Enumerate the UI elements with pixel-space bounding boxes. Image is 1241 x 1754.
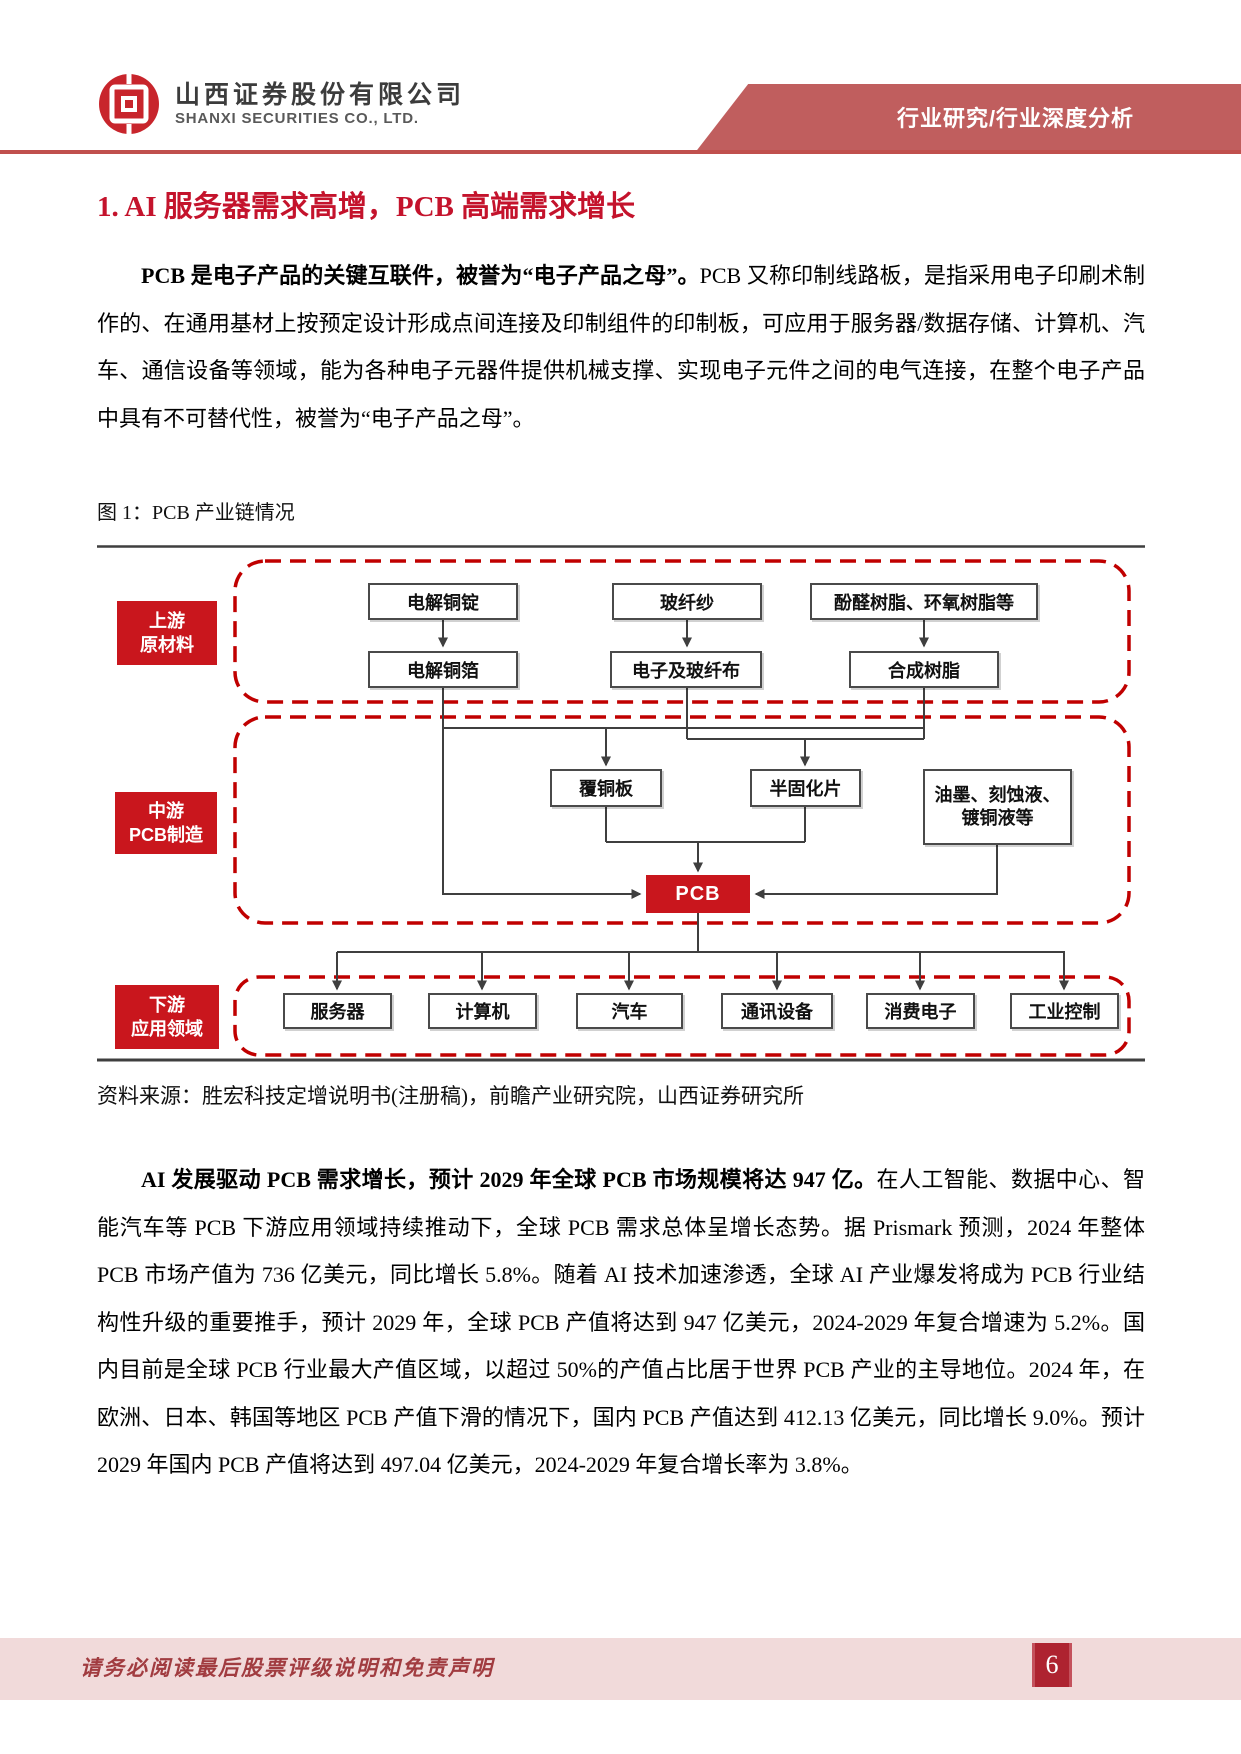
stage-downstream-line1: 下游 <box>149 994 185 1015</box>
node-ink-line2: 镀铜液等 <box>961 808 1034 828</box>
diagram-connectors <box>97 545 1145 1062</box>
paragraph-pcb-intro: PCB 是电子产品的关键互联件，被誉为“电子产品之母”。PCB 又称印制线路板，… <box>97 252 1145 442</box>
node-synthetic-resin: 合成树脂 <box>849 651 999 688</box>
company-name-block: 山西证券股份有限公司 SHANXI SECURITIES CO., LTD. <box>175 81 465 127</box>
paragraph-pcb-intro-lead: PCB 是电子产品的关键互联件，被誉为“电子产品之母”。 <box>141 263 700 288</box>
page-number-badge: 6 <box>1032 1643 1072 1687</box>
footer-disclaimer: 请务必阅读最后股票评级说明和免责声明 <box>80 1656 494 1680</box>
node-ink-etchant: 油墨、刻蚀液、 镀铜液等 <box>923 769 1072 845</box>
banner-label: 行业研究/行业深度分析 <box>896 106 1135 131</box>
paragraph-market-outlook-lead: AI 发展驱动 PCB 需求增长，预计 2029 年全球 PCB 市场规模将达 … <box>141 1167 877 1192</box>
report-type-banner: 行业研究/行业深度分析 <box>697 84 1241 150</box>
company-logo-icon <box>99 74 159 134</box>
node-ccl: 覆铜板 <box>550 769 662 807</box>
stage-midstream-line2: PCB制造 <box>128 825 203 845</box>
node-copper-ingot: 电解铜锭 <box>368 583 518 620</box>
node-automobile: 汽车 <box>576 993 683 1029</box>
node-industrial-control: 工业控制 <box>1010 993 1119 1029</box>
node-server: 服务器 <box>283 993 392 1029</box>
node-ink-line1: 油墨、刻蚀液、 <box>934 784 1061 805</box>
node-phenolic-resin: 酚醛树脂、环氧树脂等 <box>810 583 1038 620</box>
stage-midstream-line1: 中游 <box>148 800 184 821</box>
stage-label-upstream: 上游 原材料 <box>117 601 217 665</box>
company-logo: 山西证券股份有限公司 SHANXI SECURITIES CO., LTD. <box>97 72 465 136</box>
paragraph-market-outlook: AI 发展驱动 PCB 需求增长，预计 2029 年全球 PCB 市场规模将达 … <box>97 1156 1145 1489</box>
stage-downstream-line2: 应用领域 <box>131 1019 203 1039</box>
header-divider <box>0 150 1241 154</box>
pcb-industry-chain-diagram: 上游 原材料 中游 PCB制造 下游 应用领域 电解铜锭 玻纤纱 酚醛树脂、环氧… <box>97 545 1145 1063</box>
section-title: 1. AI 服务器需求高增，PCB 高端需求增长 <box>97 191 636 223</box>
node-telecom: 通讯设备 <box>721 993 833 1029</box>
paragraph-pcb-intro-rest: PCB 又称印制线路板，是指采用电子印刷术制作的、在通用基材上按预定设计形成点间… <box>97 263 1145 431</box>
node-consumer-electronics: 消费电子 <box>866 993 975 1029</box>
node-prepreg: 半固化片 <box>750 769 861 807</box>
node-glass-yarn: 玻纤纱 <box>612 583 762 620</box>
company-name-cn: 山西证券股份有限公司 <box>175 81 466 110</box>
figure-source: 资料来源：胜宏科技定增说明书(注册稿)，前瞻产业研究院，山西证券研究所 <box>97 1084 804 1108</box>
stage-label-downstream: 下游 应用领域 <box>115 985 219 1049</box>
figure-caption: 图 1：PCB 产业链情况 <box>97 502 295 524</box>
company-name-en: SHANXI SECURITIES CO., LTD. <box>175 109 419 127</box>
stage-label-midstream: 中游 PCB制造 <box>115 792 217 854</box>
stage-upstream-line1: 上游 <box>149 610 185 631</box>
stage-upstream-line2: 原材料 <box>140 635 194 655</box>
node-pcb: PCB <box>646 875 750 913</box>
node-copper-foil: 电解铜箔 <box>368 651 518 688</box>
node-computer: 计算机 <box>428 993 537 1029</box>
paragraph-market-outlook-rest: 在人工智能、数据中心、智能汽车等 PCB 下游应用领域持续推动下，全球 PCB … <box>97 1167 1145 1477</box>
node-glass-cloth: 电子及玻纤布 <box>610 651 762 688</box>
